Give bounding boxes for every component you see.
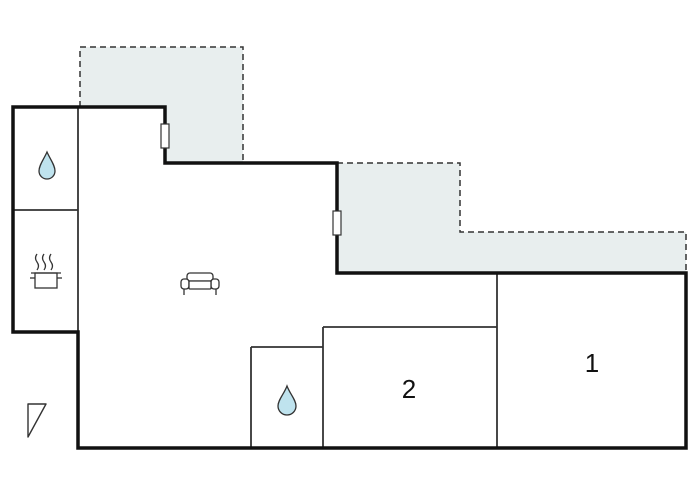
water-drop-icon: [277, 384, 297, 416]
cooking-pot-icon: [30, 253, 62, 289]
water-drop-icon: [38, 150, 56, 180]
room-label-bedroom-2: 2: [402, 374, 416, 404]
room-label-bedroom-1: 1: [585, 348, 599, 378]
terrace-door-left: [160, 123, 170, 149]
exterior-walls: [11, 105, 688, 450]
terrace-door-right: [332, 210, 342, 236]
interior-walls: [13, 107, 498, 448]
sofa-icon: [180, 272, 220, 295]
terrace-right: [336, 162, 687, 274]
north-arrow-icon: [27, 403, 47, 438]
